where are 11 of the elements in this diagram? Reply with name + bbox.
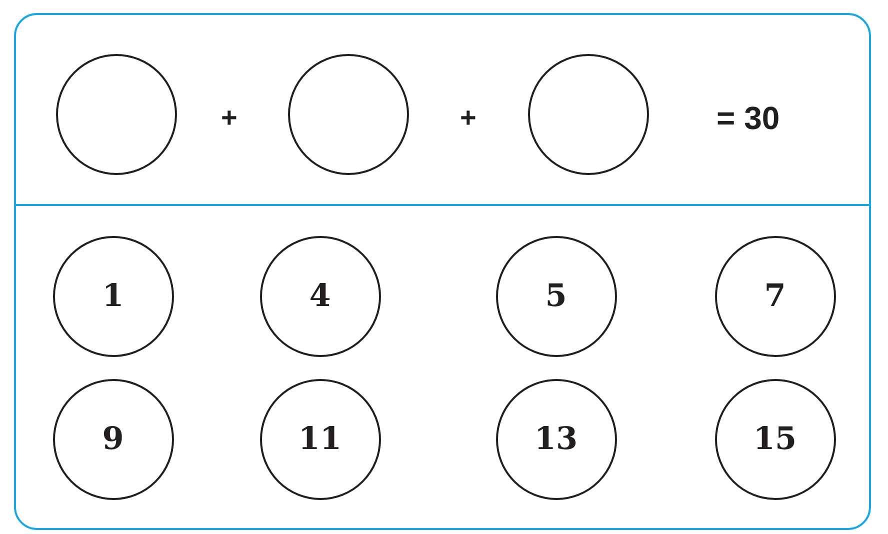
number-circle: 4 — [260, 236, 380, 356]
number-circle: 5 — [496, 236, 616, 356]
plus-sign: + — [221, 104, 238, 132]
equation-result: = 30 — [716, 102, 780, 134]
plus-sign: + — [460, 104, 476, 132]
number-circle: 7 — [714, 236, 836, 356]
number-circle: 9 — [52, 378, 174, 500]
number-circle: 13 — [496, 378, 616, 500]
number-circle: 15 — [714, 378, 836, 500]
number-circle: 11 — [260, 378, 380, 500]
number-circle: 1 — [52, 236, 174, 356]
